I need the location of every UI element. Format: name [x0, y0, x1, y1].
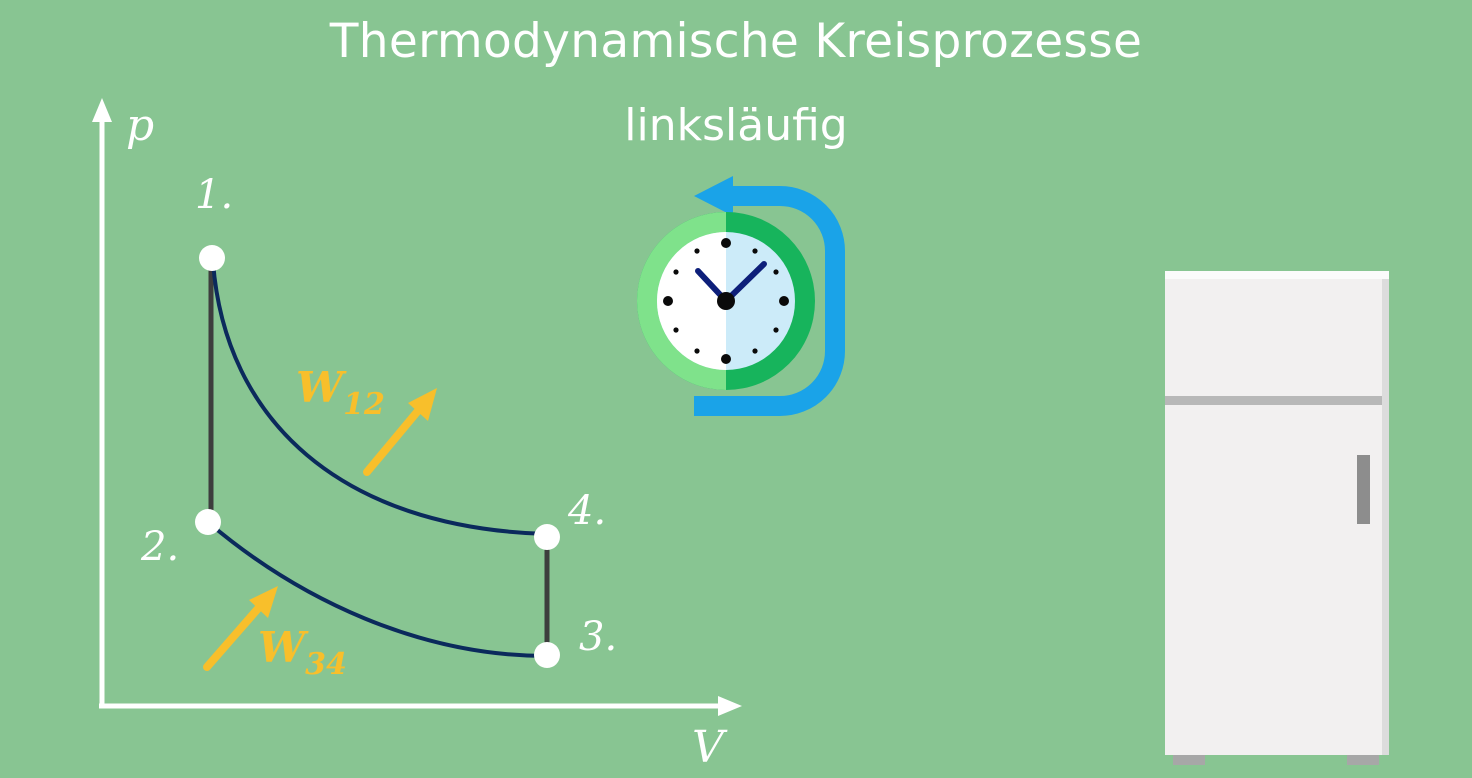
clock-center: [717, 292, 735, 310]
curve-2-3: [207, 521, 548, 658]
work-label-34-base: W: [258, 623, 309, 672]
work-label-12: W12: [296, 363, 385, 422]
work-label-34-sub: 34: [305, 647, 347, 682]
state-label-4: 4.: [567, 488, 606, 534]
curve-1-4: [211, 261, 548, 536]
work-label-12-base: W: [296, 363, 347, 412]
state-point-2: [195, 509, 221, 535]
state-point-3: [534, 642, 560, 668]
fridge-body: [1165, 271, 1389, 755]
page-title: Thermodynamische Kreisprozesse: [329, 14, 1143, 69]
fridge-divider: [1165, 396, 1389, 405]
fridge-handle: [1357, 455, 1370, 524]
clock-face-light: [657, 232, 726, 370]
fridge-side-shade: [1382, 279, 1389, 755]
fridge-foot-left: [1173, 755, 1205, 765]
page-subtitle: linksläufig: [624, 100, 848, 151]
state-label-2: 2.: [140, 524, 179, 570]
y-axis-label: p: [126, 100, 154, 151]
state-point-1: [199, 245, 225, 271]
work-arrowhead-34: [249, 586, 278, 618]
x-axis-label: V: [692, 722, 728, 773]
cycle-paths: [207, 261, 550, 658]
work-arrowhead-12: [408, 388, 437, 421]
state-points: 1. 2. 3. 4.: [140, 172, 617, 668]
work-arrow-12: [363, 402, 426, 476]
work-label-12-sub: 12: [343, 387, 385, 422]
y-axis-arrowhead: [92, 98, 112, 122]
state-point-4: [534, 524, 560, 550]
work-arrow-34: [203, 600, 266, 671]
fridge-foot-right: [1347, 755, 1379, 765]
refrigerator-icon: [1165, 271, 1389, 765]
work-label-34: W34: [258, 623, 347, 682]
clock-marks: [663, 238, 789, 364]
counterclockwise-clock-icon: [637, 176, 845, 416]
x-axis-arrowhead: [718, 696, 742, 716]
work-arrows: W12 W34: [203, 363, 437, 682]
axes: p V: [92, 98, 742, 773]
state-label-1: 1.: [195, 172, 233, 218]
fridge-top-highlight: [1165, 271, 1389, 279]
state-label-3: 3.: [579, 614, 617, 660]
rotation-arrow: [694, 186, 845, 416]
rotation-arrowhead: [694, 176, 733, 216]
